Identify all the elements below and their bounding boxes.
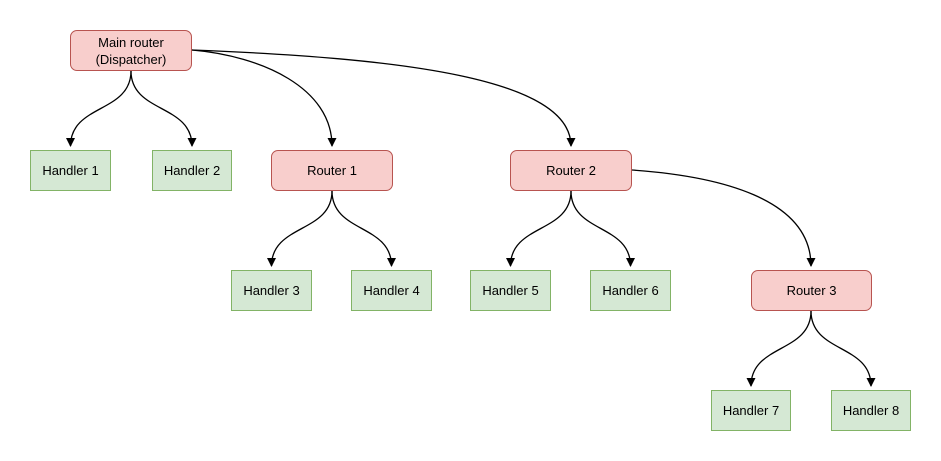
edge-router3-to-handler8	[810, 310, 876, 387]
edge-main-router-to-handler2	[130, 70, 197, 147]
node-handler-4: Handler 4	[351, 270, 432, 311]
node-handler-6: Handler 6	[590, 270, 671, 311]
node-handler-2: Handler 2	[152, 150, 232, 191]
node-handler-5: Handler 5	[470, 270, 551, 311]
edge-main-router-to-router2	[191, 49, 576, 147]
node-handler-8: Handler 8	[831, 390, 911, 431]
edge-router1-to-handler4	[331, 190, 396, 267]
node-handler-3: Handler 3	[231, 270, 312, 311]
node-handler-1: Handler 1	[30, 150, 111, 191]
edge-router2-to-handler5	[506, 190, 572, 267]
edge-router2-to-router3	[631, 169, 816, 267]
edge-main-router-to-router1	[191, 49, 337, 147]
edge-router3-to-handler7	[746, 310, 812, 387]
node-router-3: Router 3	[751, 270, 872, 311]
node-router-1: Router 1	[271, 150, 393, 191]
edge-router2-to-handler6	[570, 190, 635, 267]
edge-router1-to-handler3	[267, 190, 333, 267]
node-handler-7: Handler 7	[711, 390, 791, 431]
node-router-2: Router 2	[510, 150, 632, 191]
node-main-router: Main router (Dispatcher)	[70, 30, 192, 71]
edge-main-router-to-handler1	[66, 70, 132, 147]
